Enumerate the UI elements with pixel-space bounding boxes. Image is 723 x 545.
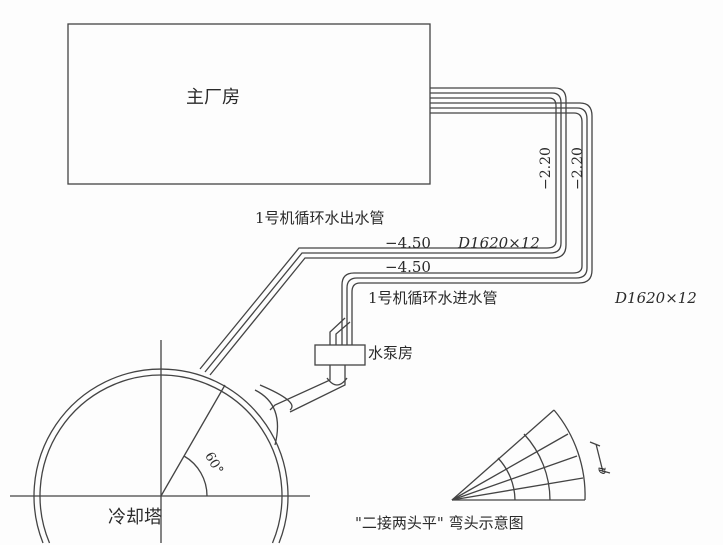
angle-arc	[183, 455, 208, 497]
elbow-dimension-label: a	[594, 466, 610, 475]
elbow-schematic	[451, 409, 611, 501]
pump-house-box	[314, 344, 366, 366]
pump-house-label: 水泵房	[368, 344, 414, 362]
inlet-pipe	[329, 102, 593, 345]
outlet-spec: D1620×12	[458, 234, 540, 252]
main-building-label: 主厂房	[186, 87, 240, 108]
outlet-pipe	[199, 87, 567, 376]
inlet-spec: D1620×12	[615, 289, 697, 307]
inlet-elevation: −4.50	[385, 258, 431, 276]
main-building-box	[67, 23, 431, 185]
tower-inlet-funnel	[254, 384, 293, 446]
angle-line	[160, 384, 226, 497]
outlet-elevation: −4.50	[385, 234, 431, 252]
vertical-elevation-1: −2.20	[538, 147, 554, 190]
outlet-pipe-label: 1号机循环水出水管	[255, 209, 385, 227]
pump-outlet-pipe	[269, 365, 348, 413]
cooling-tower-label: 冷却塔	[108, 507, 162, 528]
elbow-caption: "二接两头平" 弯头示意图	[355, 514, 524, 532]
vertical-elevation-2: −2.20	[570, 147, 586, 190]
inlet-pipe-label: 1号机循环水进水管	[368, 289, 498, 307]
